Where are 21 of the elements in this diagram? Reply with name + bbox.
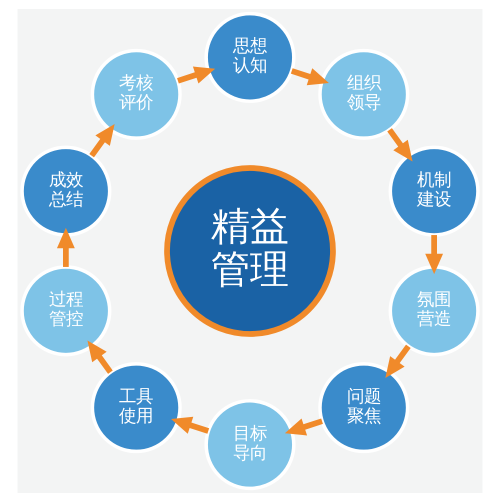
arrow: [56, 227, 74, 266]
node-circle: 过程管控: [20, 264, 111, 356]
node-circle: 机制建设: [388, 145, 480, 236]
node-circle: 精益管理: [164, 164, 336, 336]
arrow: [386, 128, 412, 161]
node-circle: 组织领导: [318, 48, 409, 140]
arrow: [170, 416, 209, 434]
node-circle: 问题聚焦: [318, 362, 409, 453]
node-circle: 考核评价: [90, 48, 182, 140]
arrow: [284, 418, 322, 435]
node-circle: 目标导向: [204, 398, 295, 490]
node-circle: 成效总结: [20, 145, 111, 236]
arrow: [424, 234, 443, 274]
node-circle: 思想认知: [204, 11, 295, 102]
arrow: [86, 340, 112, 374]
node-circle: 工具使用: [90, 362, 182, 453]
arrow: [384, 344, 410, 378]
arrow: [290, 68, 328, 85]
node-circle: 氛围营造: [388, 264, 480, 356]
arrow: [176, 66, 215, 84]
arrow: [88, 124, 114, 157]
